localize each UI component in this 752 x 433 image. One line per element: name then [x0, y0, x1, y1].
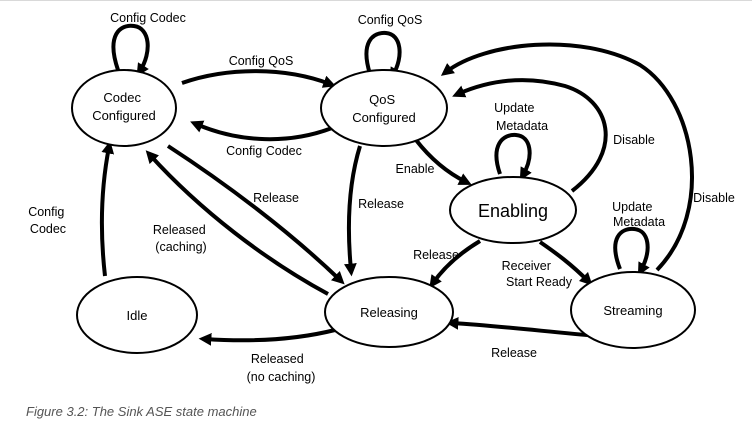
label-streaming-to-releasing: Release [491, 346, 537, 360]
state-idle: Idle [76, 276, 198, 354]
label-enabling-to-releasing: Release [413, 248, 459, 262]
label-qos-to-codec: Config Codec [226, 144, 302, 158]
edge-idle-to-codec [99, 140, 115, 277]
state-releasing: Releasing [324, 276, 454, 348]
edge-qos-to-releasing [344, 145, 362, 277]
edge-qos-to-enabling [414, 138, 472, 185]
state-enabling-label: Enabling [478, 201, 548, 221]
edge-streaming-to-releasing [445, 317, 599, 338]
label-codec-to-releasing: Release [253, 191, 299, 205]
edge-streaming-to-qos [440, 42, 694, 272]
label-enabling-to-qos: Disable [613, 133, 655, 147]
edge-enabling-to-qos [452, 78, 608, 193]
figure-caption: Figure 3.2: The Sink ASE state machine [26, 404, 257, 419]
edge-config-codec-self [111, 23, 150, 77]
state-enabling: Enabling [449, 176, 577, 244]
state-releasing-label: Releasing [360, 305, 418, 320]
state-streaming: Streaming [570, 271, 696, 349]
top-border [0, 0, 752, 1]
state-qos-configured: QoS Configured [320, 69, 448, 147]
edge-enabling-self [494, 132, 532, 181]
label-codec-to-qos: Config QoS [229, 54, 294, 68]
label-qos-to-releasing: Release [358, 197, 404, 211]
label-releasing-to-codec: Released (caching) [153, 223, 209, 254]
edge-labels: Config Codec Config QoS Config QoS Confi… [28, 11, 735, 384]
label-enabling-self: Update Metadata [494, 101, 548, 133]
state-codec-configured: Codec Configured [71, 69, 177, 147]
label-streaming-self: Update Metadata [612, 200, 665, 229]
edges [99, 23, 694, 346]
label-enabling-to-streaming: Receiver Start Ready [502, 259, 573, 289]
state-streaming-label: Streaming [603, 303, 662, 318]
edge-enabling-to-releasing [429, 239, 482, 289]
edge-streaming-self [613, 226, 650, 276]
state-qos-configured-label: QoS Configured [352, 92, 416, 125]
state-codec-configured-label: Codec Configured [92, 90, 156, 123]
edge-config-qos-self [364, 30, 402, 81]
edge-releasing-to-idle [198, 328, 336, 346]
edge-qos-to-codec [190, 120, 333, 142]
label-qos-to-enabling: Enable [396, 162, 435, 176]
label-config-codec-self: Config Codec [110, 11, 186, 25]
label-idle-to-codec: Config Codec [28, 205, 68, 236]
edge-releasing-to-codec [145, 150, 329, 296]
state-idle-label: Idle [127, 308, 148, 323]
edge-enabling-to-streaming [538, 240, 593, 286]
label-releasing-to-idle: Released (no caching) [247, 352, 316, 384]
label-config-qos-self: Config QoS [358, 13, 423, 27]
edge-codec-to-releasing [166, 144, 345, 285]
edge-codec-to-qos [181, 69, 336, 88]
label-streaming-to-qos: Disable [693, 191, 735, 205]
